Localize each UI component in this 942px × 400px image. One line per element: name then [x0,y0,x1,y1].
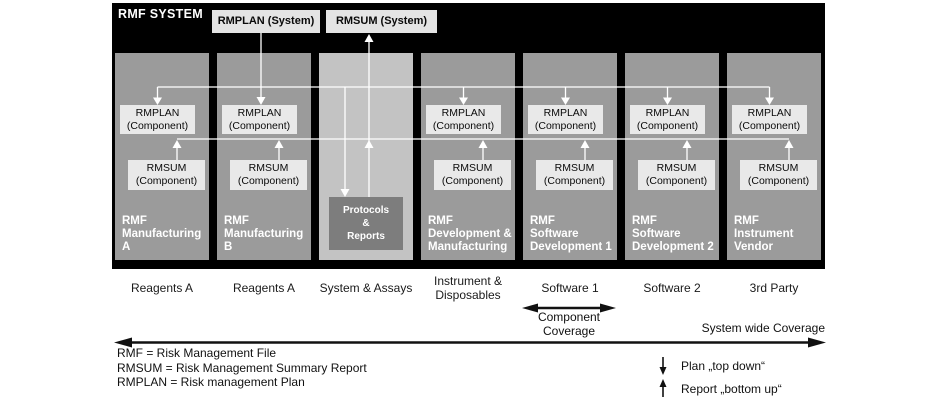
bottom-label-reagents-a2: Reagents A [232,281,296,295]
column-footer: RMF Manufacturing B [224,215,304,253]
rmsum-component-line2: (Component) [135,174,198,187]
rmsum-component-box: RMSUM (Component) [740,160,817,190]
frame-title: RMF SYSTEM [118,7,203,21]
rmplan-component-box: RMPLAN (Component) [222,105,297,134]
column-footer: RMF Manufacturing A [122,215,202,253]
rmplan-component-line1: RMPLAN [135,107,180,119]
legend-rmsum: RMSUM = Risk Management Summary Report [117,360,367,375]
rmplan-component-box: RMPLAN (Component) [120,105,195,134]
legend-rmplan: RMPLAN = Risk management Plan [117,375,305,390]
bottom-label-software-1: Software 1 [541,281,599,295]
column-rmf-software-development-2: RMPLAN (Component) RMSUM (Component) RMF… [625,53,719,260]
rmsum-component-box: RMSUM (Component) [230,160,307,190]
rmsum-component-line1: RMSUM [146,162,187,174]
column-footer: RMF Software Development 1 [530,215,612,253]
rmplan-component-line2: (Component) [126,119,189,132]
rmplan-component-box: RMPLAN (Component) [732,105,807,134]
bottom-label-instrument-disposables: Instrument & Disposables [433,274,503,302]
rmf-system-frame: RMF SYSTEM RMPLAN (System) RMSUM (System… [112,3,825,269]
bottom-label-3rd-party: 3rd Party [749,281,799,295]
column-rmf-development-manufacturing: RMPLAN (Component) RMSUM (Component) RMF… [421,53,515,260]
column-rmf-instrument-vendor: RMPLAN (Component) RMSUM (Component) RMF… [727,53,821,260]
legend-rmf: RMF = Risk Management File [117,346,277,360]
bottom-label-system-assays: System & Assays [319,281,413,295]
rmsum-component-box: RMSUM (Component) [536,160,613,190]
bottom-label-reagents-a1: Reagents A [130,281,194,295]
legend-plan-top-down: Plan „top down“ [681,359,766,373]
rmsum-component-box: RMSUM (Component) [434,160,511,190]
component-coverage-label: Component Coverage [537,310,601,338]
column-rmf-manufacturing-a: RMPLAN (Component) RMSUM (Component) RMF… [115,53,209,260]
rmplan-component-box: RMPLAN (Component) [426,105,501,134]
rmplan-component-box: RMPLAN (Component) [528,105,603,134]
legend-abbreviations: RMF = Risk Management File RMSUM = Risk … [117,346,367,390]
legend-report-bottom-up: Report „bottom up“ [681,382,782,396]
column-footer: RMF Software Development 2 [632,215,714,253]
rmplan-system-box: RMPLAN (System) [212,10,320,33]
column-rmf-software-development-1: RMPLAN (Component) RMSUM (Component) RMF… [523,53,617,260]
bottom-label-software-2: Software 2 [643,281,701,295]
column-footer: RMF Development & Manufacturing [428,215,512,253]
rmsum-system-box: RMSUM (System) [326,10,437,33]
system-wide-coverage-label: System wide Coverage [701,321,825,335]
rmplan-component-box: RMPLAN (Component) [630,105,705,134]
column-rmf-manufacturing-b: RMPLAN (Component) RMSUM (Component) RMF… [217,53,311,260]
protocols-reports-box: Protocols & Reports [329,197,403,250]
column-system-assays: Protocols & Reports [319,53,413,260]
rmsum-component-box: RMSUM (Component) [638,160,715,190]
rmsum-component-box: RMSUM (Component) [128,160,205,190]
column-footer: RMF Instrument Vendor [734,215,794,253]
